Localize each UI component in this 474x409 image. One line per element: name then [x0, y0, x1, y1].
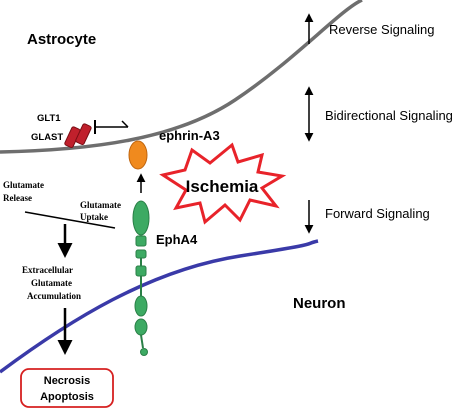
ischemia-label: Ischemia	[186, 177, 259, 196]
neuron-membrane	[0, 239, 319, 374]
glutamate-uptake-label-line2: Uptake	[80, 212, 108, 222]
outcome-apoptosis: Apoptosis	[40, 391, 94, 403]
epha4-receptor	[132, 200, 150, 356]
glutamate-release-label-line1: Glutamate	[3, 180, 44, 190]
bidirectional-signaling-label: Bidirectional Signaling	[325, 108, 453, 123]
ephrin-a3-protein	[128, 140, 148, 170]
glutamate-transporter	[64, 123, 92, 149]
neuron-label: Neuron	[293, 295, 346, 312]
inhibition-arrow	[94, 120, 129, 134]
glast-label: GLAST	[31, 132, 63, 143]
epha4-label: EphA4	[156, 232, 198, 247]
ischemia-burst	[159, 142, 287, 225]
release-uptake-divider	[24, 211, 116, 229]
reverse-signaling-label: Reverse Signaling	[329, 22, 435, 37]
astrocyte-label: Astrocyte	[27, 31, 96, 48]
glutamate-uptake-label-line1: Glutamate	[80, 200, 121, 210]
outcome-necrosis: Necrosis	[44, 375, 90, 387]
ephrin-a3-label: ephrin-A3	[159, 128, 220, 143]
astrocyte-membrane	[0, 0, 363, 154]
accumulation-label-line1: Extracellular	[22, 265, 73, 275]
forward-signaling-label: Forward Signaling	[325, 206, 430, 221]
outcome-box	[20, 368, 114, 408]
glt1-label: GLT1	[37, 113, 61, 124]
accumulation-label-line2: Glutamate	[31, 278, 72, 288]
glutamate-release-label-line2: Release	[3, 193, 32, 203]
accumulation-label-line3: Accumulation	[27, 291, 81, 301]
